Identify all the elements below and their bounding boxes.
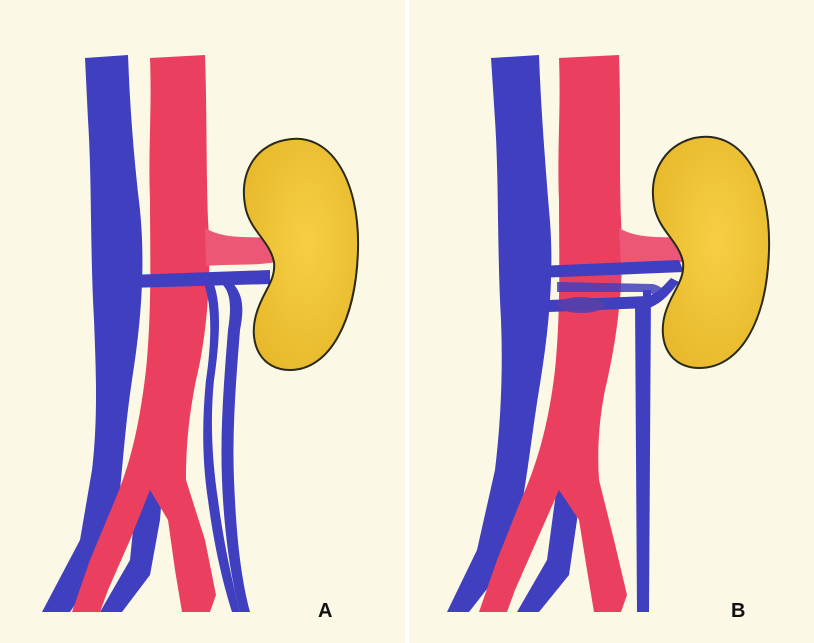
panel-a-illustration: [0, 0, 405, 643]
gonadal-vein-left-outer: [643, 290, 651, 612]
panel-label-a: A: [318, 600, 332, 623]
panel-b-illustration: [409, 0, 814, 643]
retroaortic-crossing: [557, 297, 605, 313]
panel-label-b: B: [731, 600, 745, 623]
panel-a: A: [0, 0, 405, 643]
renal-vein-left: [128, 270, 270, 288]
panel-b: B: [409, 0, 814, 643]
